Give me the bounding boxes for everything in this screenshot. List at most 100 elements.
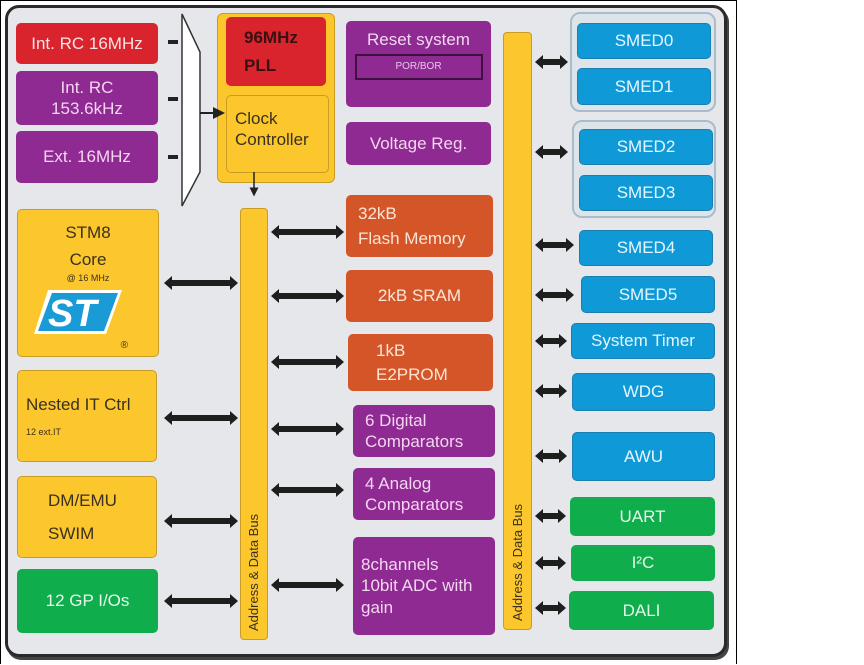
e2prom-line2: E2PROM (376, 364, 448, 384)
smed5-block: SMED5 (581, 276, 715, 313)
double-arrow-left-block-to-bus (164, 411, 238, 425)
pll-line1: 96MHz (244, 28, 298, 48)
clock-source-label: Int. RC 153.6kHz (51, 77, 123, 118)
voltage-regulator-block: Voltage Reg. (346, 122, 491, 165)
por-bor-label: POR/BOR (395, 61, 442, 72)
debug-line2: SWIM (48, 524, 95, 543)
double-arrow-bus-to-peripheral (535, 288, 574, 302)
dali-label: DALI (622, 600, 661, 620)
double-arrow-bus-to-peripheral (535, 556, 566, 570)
double-arrow-bus-to-middle-block (271, 578, 344, 592)
analog-comp-line2: Comparators (365, 495, 464, 514)
double-arrow-left-block-to-bus (164, 276, 238, 290)
smed1-block: SMED1 (577, 68, 711, 105)
flash-line1: 32kB (358, 203, 397, 223)
nested-it-sub: 12 ext.IT (26, 427, 62, 437)
right-address-data-bus: Address & Data Bus (503, 32, 532, 630)
mux-input-tick (168, 97, 178, 101)
double-arrow-bus-to-middle-block (271, 483, 344, 497)
adc-line1: 8channels (361, 555, 439, 575)
smed4-label: SMED4 (616, 238, 676, 258)
smed4-block: SMED4 (579, 230, 713, 266)
clock-source-label: Ext. 16MHz (43, 147, 131, 167)
uart-label: UART (619, 506, 666, 526)
uart-block: UART (570, 497, 715, 536)
double-arrow-bus-to-peripheral (535, 384, 567, 398)
i2c-label: I²C (631, 553, 655, 573)
nested-it-label: Nested IT Ctrl (26, 394, 131, 414)
bus-arrows (164, 55, 574, 615)
double-arrow-bus-to-middle-block (271, 225, 344, 239)
double-arrow-bus-to-peripheral (535, 601, 566, 615)
reset-system-label: Reset system (367, 30, 470, 49)
double-arrow-bus-to-peripheral (535, 449, 567, 463)
e2prom-block: 1kB E2PROM (348, 334, 493, 391)
digital-comparators-block: 6 Digital Comparators (353, 405, 495, 457)
clock-controller-line1: Clock (235, 109, 278, 128)
awu-label: AWU (623, 446, 664, 466)
smed5-label: SMED5 (618, 284, 678, 304)
mux-input-tick (168, 40, 178, 44)
adc-line3: gain (361, 597, 394, 617)
smed3-label: SMED3 (616, 183, 676, 203)
core-frequency: @ 16 MHz (66, 272, 110, 283)
analog-comparators-block: 4 Analog Comparators (353, 468, 495, 520)
double-arrow-left-block-to-bus (164, 514, 238, 528)
gpio-block: 12 GP I/Os (17, 569, 158, 633)
digital-comp-line1: 6 Digital (365, 410, 427, 430)
clock-source-int-rc-153khz: Int. RC 153.6kHz (16, 71, 158, 125)
clock-source-ext-16mhz: Ext. 16MHz (16, 131, 158, 183)
double-arrow-bus-to-peripheral (535, 509, 566, 523)
clock-source-int-rc-16mhz: Int. RC 16MHz (16, 23, 158, 64)
nested-it-ctrl-block: Nested IT Ctrl 12 ext.IT (17, 370, 157, 462)
mux-input-tick (168, 155, 178, 159)
digital-comp-line2: Comparators (365, 432, 464, 451)
flash-line2: Flash Memory (358, 229, 466, 248)
core-line1: STM8 (65, 223, 111, 242)
double-arrow-bus-to-peripheral (535, 145, 568, 159)
st-logo-text: ST (48, 293, 99, 335)
clock-source-label: Int. RC 16MHz (31, 33, 143, 53)
analog-comp-line1: 4 Analog (365, 473, 432, 493)
clock-controller-block: Clock Controller (226, 95, 329, 173)
pll-line2: PLL (244, 55, 277, 75)
wdg-block: WDG (572, 373, 715, 411)
i2c-block: I²C (571, 545, 715, 581)
left-address-data-bus: Address & Data Bus (240, 208, 268, 640)
flash-memory-block: 32kB Flash Memory (346, 195, 493, 257)
smed0-block: SMED0 (577, 23, 711, 59)
smed2-label: SMED2 (616, 137, 676, 157)
system-timer-label: System Timer (591, 331, 695, 351)
smed2-block: SMED2 (579, 129, 713, 165)
core-line2: Core (69, 250, 107, 270)
double-arrow-bus-to-middle-block (271, 289, 344, 303)
stm8-core-block: STM8 Core @ 16 MHz ST ® (17, 209, 159, 357)
sram-block: 2kB SRAM (346, 270, 493, 322)
smed3-block: SMED3 (579, 175, 713, 211)
adc-block: 8channels 10bit ADC with gain (353, 537, 495, 635)
double-arrow-bus-to-middle-block (271, 355, 344, 369)
system-timer-block: System Timer (571, 323, 715, 359)
dali-block: DALI (569, 591, 714, 630)
double-arrow-bus-to-middle-block (271, 422, 344, 436)
debug-swim-block: DM/EMU SWIM (17, 476, 157, 558)
e2prom-line1: 1kB (376, 341, 406, 361)
voltage-regulator-label: Voltage Reg. (369, 133, 468, 153)
gpio-label: 12 GP I/Os (45, 591, 130, 611)
reset-system-block: Reset system POR/BOR (346, 21, 491, 107)
double-arrow-bus-to-peripheral (535, 55, 568, 69)
clock-controller-line2: Controller (235, 130, 309, 150)
adc-line2: 10bit ADC with (361, 576, 473, 596)
sram-label: 2kB SRAM (377, 286, 462, 306)
wdg-label: WDG (622, 382, 665, 402)
smed1-label: SMED1 (614, 76, 674, 96)
st-logo-icon: ST (34, 289, 122, 335)
smed0-label: SMED0 (614, 31, 674, 51)
double-arrow-bus-to-peripheral (535, 334, 567, 348)
double-arrow-left-block-to-bus (164, 594, 238, 608)
clock-mux-shape (181, 13, 201, 207)
image-frame (0, 0, 737, 664)
awu-block: AWU (572, 432, 715, 481)
pll-block: 96MHz PLL (226, 17, 326, 86)
